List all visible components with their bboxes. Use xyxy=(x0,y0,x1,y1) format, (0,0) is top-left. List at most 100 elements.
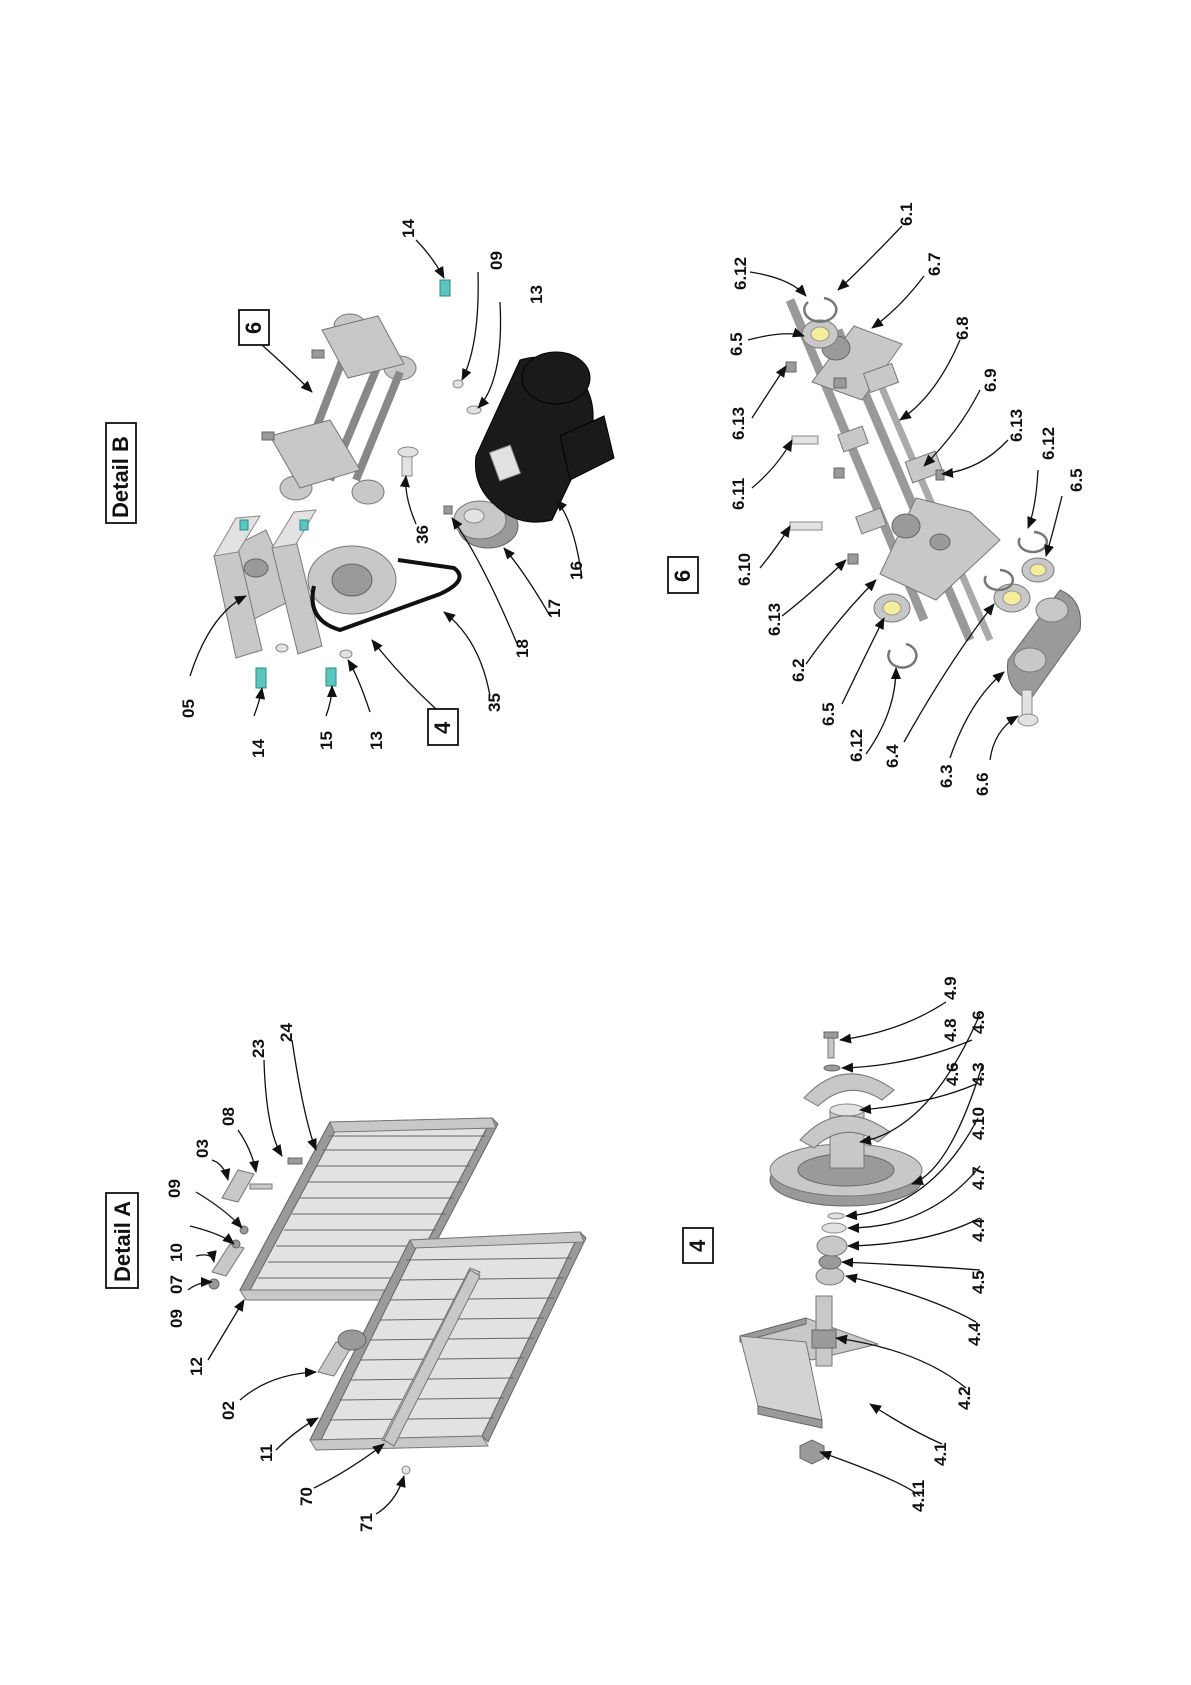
callout-4-6-lower: 4.6 xyxy=(969,1010,988,1034)
callout-a-24: 24 xyxy=(277,1023,296,1042)
callout-6-6: 6.6 xyxy=(973,772,992,796)
box-4-top-text: 4 xyxy=(430,721,455,734)
callout-b-17: 17 xyxy=(545,599,564,618)
bearing-6-5-right xyxy=(1022,558,1054,582)
callout-6-10: 6.10 xyxy=(735,553,754,586)
box-4-top: 4 xyxy=(372,640,458,745)
callout-6-9: 6.9 xyxy=(981,368,1000,392)
assembly-4-drawing xyxy=(740,1032,922,1464)
callout-6-2: 6.2 xyxy=(789,658,808,682)
callout-b-15: 15 xyxy=(317,731,336,750)
screw-15 xyxy=(326,668,336,686)
washer-4-8 xyxy=(824,1065,840,1071)
callout-b-35: 35 xyxy=(485,693,504,712)
callout-6-12-top: 6.12 xyxy=(731,257,750,290)
callout-b-18: 18 xyxy=(513,639,532,658)
callout-b-09: 09 xyxy=(487,251,506,270)
callout-4-4-lower: 4.4 xyxy=(965,1322,984,1346)
callout-4-8: 4.8 xyxy=(941,1018,960,1042)
callout-b-13-right: 13 xyxy=(527,285,546,304)
bolt-6-6 xyxy=(1022,690,1032,716)
bolt-4-9 xyxy=(828,1036,834,1058)
callout-6-4: 6.4 xyxy=(883,744,902,768)
callout-4-1: 4.1 xyxy=(931,1442,950,1466)
callout-a-09-top: 09 xyxy=(165,1179,184,1198)
circlip-6-12-right xyxy=(1019,532,1047,552)
assembly-6-drawing xyxy=(786,298,1081,726)
assembly-6-box: 6 xyxy=(668,557,698,593)
box-6-top: 6 xyxy=(239,310,312,392)
collar-4-4a xyxy=(816,1267,844,1285)
callout-6-1: 6.1 xyxy=(897,202,916,226)
motor-16 xyxy=(475,352,614,522)
callout-b-36: 36 xyxy=(413,525,432,544)
plate-07 xyxy=(212,1244,244,1276)
callout-4-9: 4.9 xyxy=(941,976,960,1000)
callout-4-10: 4.10 xyxy=(969,1107,988,1140)
detail-a-title-text: Detail A xyxy=(110,1201,135,1282)
callout-4-3: 4.3 xyxy=(969,1062,988,1086)
assembly-4-box: 4 xyxy=(683,1228,713,1263)
box-6-top-text: 6 xyxy=(241,322,266,334)
bearing-6-5-top xyxy=(802,320,838,348)
callout-6-5-top: 6.5 xyxy=(727,332,746,356)
callout-b-14-right: 14 xyxy=(399,219,418,238)
detail-a-drawing xyxy=(209,1118,586,1474)
callout-6-11: 6.11 xyxy=(729,478,748,510)
callout-4-6-upper: 4.6 xyxy=(943,1062,962,1086)
callout-6-7: 6.7 xyxy=(925,252,944,276)
callout-4-4-upper: 4.4 xyxy=(969,1218,988,1242)
callout-a-10: 10 xyxy=(167,1243,186,1262)
callout-4-11: 4.11 xyxy=(909,1480,928,1512)
callout-4-7: 4.7 xyxy=(969,1166,988,1190)
assembly-6-box-text: 6 xyxy=(670,570,695,582)
callout-6-5-right: 6.5 xyxy=(1067,468,1086,492)
callout-a-11: 11 xyxy=(257,1444,276,1462)
collar-4-4b xyxy=(817,1236,847,1256)
washer-09 xyxy=(453,380,463,388)
detail-a-title: Detail A xyxy=(106,1193,138,1288)
assembly-4-box-text: 4 xyxy=(685,1239,710,1252)
callout-6-5-left: 6.5 xyxy=(819,702,838,726)
callout-a-70: 70 xyxy=(297,1487,316,1506)
callout-a-09-left: 09 xyxy=(167,1309,186,1328)
callout-4-2: 4.2 xyxy=(955,1386,974,1410)
callout-b-16: 16 xyxy=(567,561,586,580)
detail-b-title-text: Detail B xyxy=(108,436,133,518)
callout-6-13-left: 6.13 xyxy=(765,603,784,636)
callout-a-71: 71 xyxy=(357,1513,376,1532)
callout-a-07: 07 xyxy=(167,1275,186,1294)
callout-6-12-left: 6.12 xyxy=(847,729,866,762)
ring-4-7 xyxy=(822,1223,846,1233)
screw-6-11 xyxy=(792,436,818,444)
callout-6-12-right: 6.12 xyxy=(1039,427,1058,460)
circlip-6-12-top xyxy=(804,298,836,322)
half-ring-4-6b xyxy=(804,1074,894,1106)
callout-a-12: 12 xyxy=(187,1357,206,1376)
bearing-6-4 xyxy=(994,584,1030,612)
ring-4-10 xyxy=(828,1213,844,1219)
callout-a-23: 23 xyxy=(249,1039,268,1058)
screw-14-left xyxy=(256,668,266,688)
bearing-6-5-left xyxy=(874,594,910,622)
setscrew-18 xyxy=(444,506,452,514)
washer-4-5 xyxy=(819,1255,841,1269)
shaft-frame-6 xyxy=(262,314,416,504)
screw-14-right xyxy=(440,280,450,296)
detail-b-drawing xyxy=(214,280,614,688)
bracket-assembly xyxy=(338,1330,366,1350)
callout-6-8: 6.8 xyxy=(953,316,972,340)
callout-4-5: 4.5 xyxy=(969,1270,988,1294)
circlip-6-12-mid xyxy=(985,570,1013,590)
detail-b-title: Detail B xyxy=(106,423,136,523)
callout-b-14-left: 14 xyxy=(249,739,268,758)
callout-6-13-top: 6.13 xyxy=(729,407,748,440)
bolt-36 xyxy=(402,456,412,476)
callout-b-13-left: 13 xyxy=(367,731,386,750)
callout-6-13-right: 6.13 xyxy=(1007,409,1026,442)
screw-6-10 xyxy=(790,522,822,530)
callout-a-02: 02 xyxy=(219,1401,238,1420)
callout-b-05: 05 xyxy=(179,699,198,718)
circlip-6-12-left xyxy=(888,644,916,668)
